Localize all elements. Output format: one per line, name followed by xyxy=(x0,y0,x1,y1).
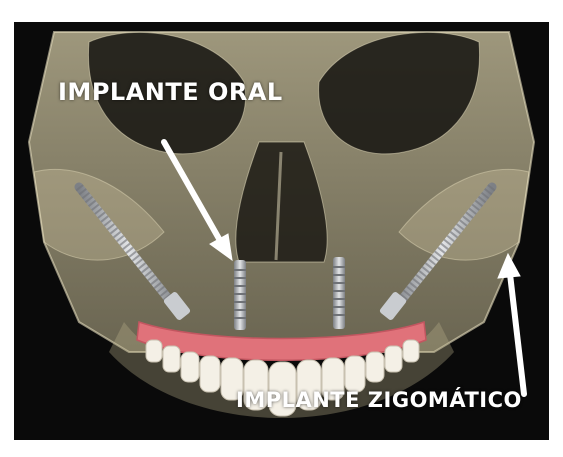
label-implante-zigomatico: IMPLANTE ZIGOMÁTICO xyxy=(236,388,522,412)
label-implante-oral: IMPLANTE ORAL xyxy=(58,78,283,106)
oral-implant-right xyxy=(333,257,345,329)
arrow-zygomatic-icon xyxy=(498,254,524,394)
oral-implant-left xyxy=(234,260,246,330)
